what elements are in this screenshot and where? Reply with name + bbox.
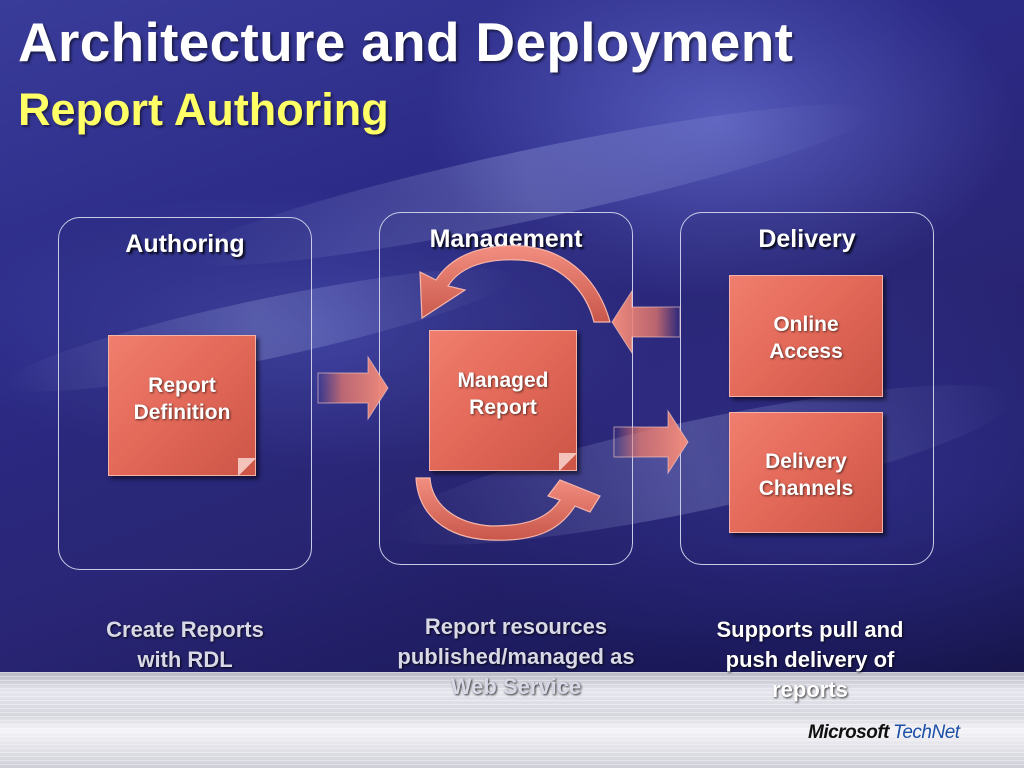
page-fold-icon: [238, 458, 256, 476]
management-caption-line-2: published/managed as: [397, 644, 635, 669]
report-definition-card: Report Definition: [108, 335, 256, 476]
slide-subtitle: Report Authoring: [18, 84, 389, 135]
report-definition-line-2: Definition: [133, 401, 231, 424]
cycle-arrow-icon: [415, 477, 601, 541]
authoring-panel: Authoring: [58, 217, 312, 570]
arrow-right-icon: [317, 355, 389, 421]
delivery-caption-line-1: Supports pull and: [716, 617, 904, 642]
management-caption-line-3: Web Service: [450, 674, 582, 699]
arrow-left-icon: [611, 289, 681, 355]
authoring-caption: Create Reports with RDL: [58, 615, 312, 675]
managed-report-line-2: Report: [469, 396, 537, 419]
cycle-arrow-icon: [419, 245, 611, 323]
authoring-caption-line-1: Create Reports: [106, 617, 264, 642]
slide-title: Architecture and Deployment: [18, 11, 794, 73]
delivery-channels-line-2: Channels: [758, 477, 854, 500]
footer-bar: [0, 672, 1024, 768]
authoring-label: Authoring: [125, 230, 245, 258]
managed-report-card: Managed Report: [429, 330, 577, 471]
online-access-line-2: Access: [769, 340, 843, 363]
delivery-channels-card: Delivery Channels: [729, 412, 883, 533]
managed-report-line-1: Managed: [457, 369, 549, 392]
page-fold-icon: [559, 453, 577, 471]
delivery-channels-line-1: Delivery: [765, 450, 847, 473]
report-definition-line-1: Report: [148, 374, 216, 397]
delivery-caption: Supports pull and push delivery of repor…: [680, 615, 940, 705]
management-caption: Report resources published/managed as We…: [366, 612, 666, 702]
online-access-card: Online Access: [729, 275, 883, 397]
delivery-label: Delivery: [758, 225, 856, 253]
management-caption-line-1: Report resources: [424, 614, 608, 639]
online-access-line-1: Online: [773, 313, 839, 336]
delivery-caption-line-2: push delivery of: [725, 647, 895, 672]
delivery-caption-line-3: reports: [772, 677, 848, 702]
logo-brand: Microsoft: [808, 722, 890, 743]
arrow-right-icon: [613, 409, 689, 475]
logo-product: TechNet: [893, 722, 960, 743]
authoring-caption-line-2: with RDL: [137, 647, 233, 672]
